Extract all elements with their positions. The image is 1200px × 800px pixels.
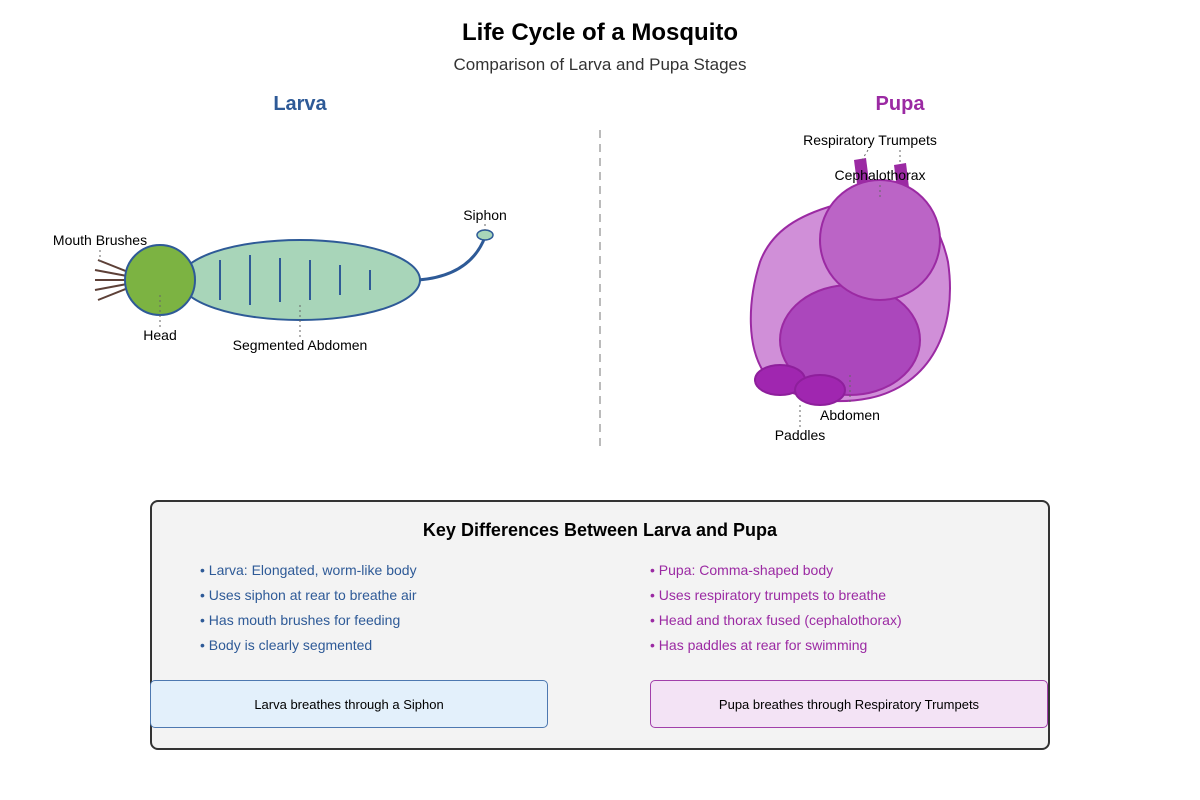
pupa-breathing-note: Pupa breathes through Respiratory Trumpe… xyxy=(650,680,1048,728)
pupa-paddle-right xyxy=(794,374,846,406)
larva-point: • Body is clearly segmented xyxy=(200,637,373,653)
key-differences-panel: Key Differences Between Larva and Pupa •… xyxy=(150,500,1050,750)
siphon-label: Siphon xyxy=(463,207,507,223)
larva-heading: Larva xyxy=(273,93,327,115)
paddles-label: Paddles xyxy=(775,427,826,443)
pupa-point: • Pupa: Comma-shaped body xyxy=(650,562,834,578)
larva-illustration xyxy=(94,229,494,321)
pupa-cephalothorax xyxy=(819,179,941,301)
pupa-heading: Pupa xyxy=(876,93,926,115)
larva-abdomen xyxy=(179,239,421,321)
pupa-differences-list: • Pupa: Comma-shaped body • Uses respira… xyxy=(650,558,902,658)
segmented-abdomen-label: Segmented Abdomen xyxy=(233,337,368,353)
larva-siphon-tip xyxy=(476,229,494,241)
pupa-illustration xyxy=(749,158,951,406)
pupa-point: • Head and thorax fused (cephalothorax) xyxy=(650,612,902,628)
pupa-abdomen-label: Abdomen xyxy=(820,407,880,423)
larva-siphon-tube xyxy=(417,236,487,282)
key-differences-title: Key Differences Between Larva and Pupa xyxy=(422,520,778,540)
larva-point: • Larva: Elongated, worm-like body xyxy=(200,562,417,578)
head-label: Head xyxy=(143,327,176,343)
respiratory-trumpets-label: Respiratory Trumpets xyxy=(803,132,937,148)
larva-mouth-brushes xyxy=(94,259,129,301)
larva-point: • Uses siphon at rear to breathe air xyxy=(200,587,417,603)
larva-differences-list: • Larva: Elongated, worm-like body • Use… xyxy=(200,558,417,658)
cephalothorax-label: Cephalothorax xyxy=(834,167,925,183)
larva-head xyxy=(124,244,196,316)
larva-segment-lines xyxy=(219,255,371,305)
page-title: Life Cycle of a Mosquito xyxy=(462,19,738,46)
larva-point: • Has mouth brushes for feeding xyxy=(200,612,401,628)
pupa-point: • Uses respiratory trumpets to breathe xyxy=(650,587,886,603)
trumpets-leader-left xyxy=(861,149,869,161)
pupa-point: • Has paddles at rear for swimming xyxy=(650,637,868,653)
mouth-brushes-label: Mouth Brushes xyxy=(53,232,147,248)
larva-breathing-note: Larva breathes through a Siphon xyxy=(150,680,548,728)
page-subtitle: Comparison of Larva and Pupa Stages xyxy=(454,55,747,74)
